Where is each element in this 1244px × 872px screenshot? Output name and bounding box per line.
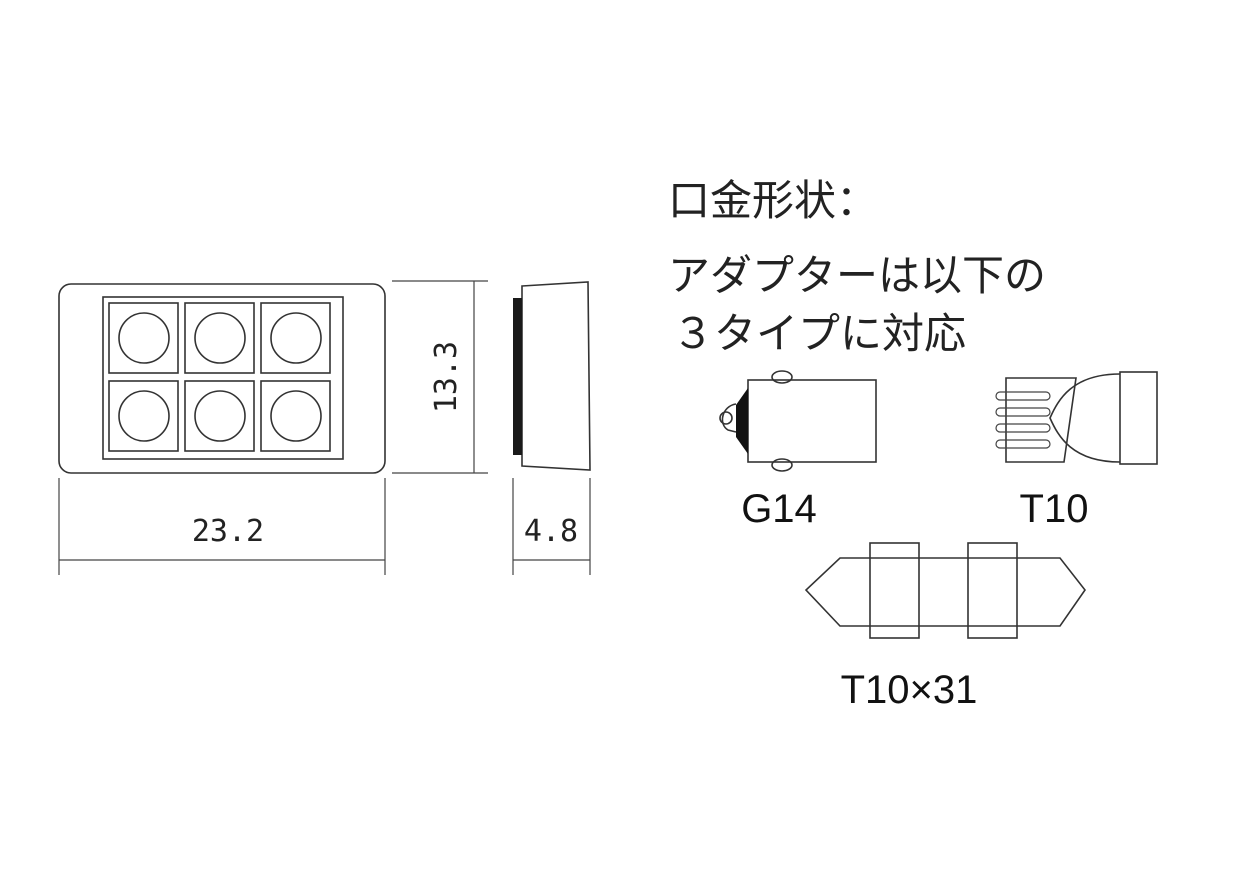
width-dimension: 23.2 <box>58 478 386 575</box>
led-cell <box>184 302 255 374</box>
height-label: 13.3 <box>429 341 464 413</box>
height-dimension: 13.3 <box>392 280 488 474</box>
led-chip <box>194 390 246 442</box>
g14-label: G14 <box>741 487 817 531</box>
led-chip <box>270 390 322 442</box>
module-body <box>58 283 386 474</box>
g14-bulb-icon: G14 <box>719 370 877 531</box>
side-body <box>521 281 591 471</box>
led-cell <box>108 302 179 374</box>
heading-line-3: ３タイプに対応 <box>672 309 966 358</box>
module-front-view <box>58 283 386 474</box>
t10-bulb-icon: T10 <box>995 371 1158 531</box>
led-cell <box>260 380 331 452</box>
width-label: 23.2 <box>192 514 264 549</box>
led-chip <box>194 312 246 364</box>
led-cell <box>108 380 179 452</box>
side-back-plate <box>513 298 522 455</box>
heading-line-2: アダプターは以下の <box>668 251 1046 300</box>
led-panel <box>102 296 344 460</box>
heading-line-1: 口金形状： <box>668 176 878 225</box>
led-cell <box>260 302 331 374</box>
depth-label: 4.8 <box>524 514 578 549</box>
module-side-view: 4.8 <box>512 281 591 575</box>
led-chip <box>118 390 170 442</box>
t10x31-label: T10×31 <box>841 668 978 712</box>
t10-label: T10 <box>1020 487 1089 531</box>
led-cell <box>184 380 255 452</box>
led-chip <box>270 312 322 364</box>
led-grid <box>108 302 331 452</box>
led-chip <box>118 312 170 364</box>
t10x31-bulb-icon: T10×31 <box>804 542 1086 712</box>
base-heading: 口金形状： アダプターは以下の ３タイプに対応 <box>668 176 1046 358</box>
